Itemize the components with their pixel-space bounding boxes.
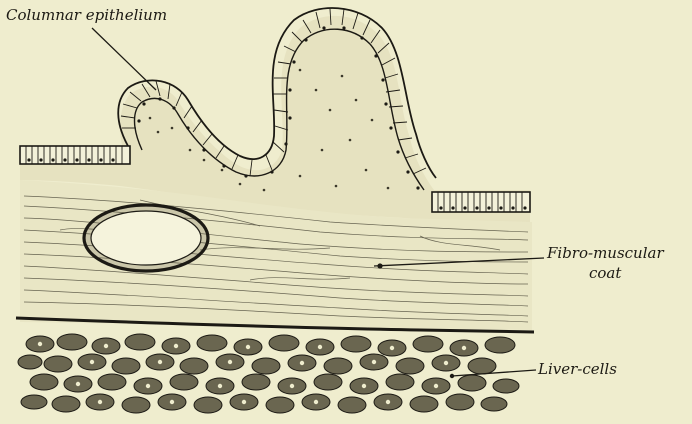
- leader-fibro-muscular-dot: [377, 263, 382, 268]
- blood-vessel: [84, 205, 208, 271]
- leader-liver-cells: [452, 370, 536, 376]
- label-liver-cells: Liver-cells: [538, 362, 617, 377]
- label-fibro-muscular: Fibro-muscular: [547, 246, 664, 261]
- liver-cells-region: [18, 334, 519, 413]
- label-columnar-epithelium: Columnar epithelium: [6, 8, 167, 23]
- label-coat: coat: [589, 266, 621, 281]
- leader-columnar-epithelium: [92, 28, 156, 90]
- leader-liver-cells-dot: [450, 374, 454, 378]
- epithelium-flat-left: [20, 146, 130, 164]
- epithelium-flat-right: [432, 192, 530, 212]
